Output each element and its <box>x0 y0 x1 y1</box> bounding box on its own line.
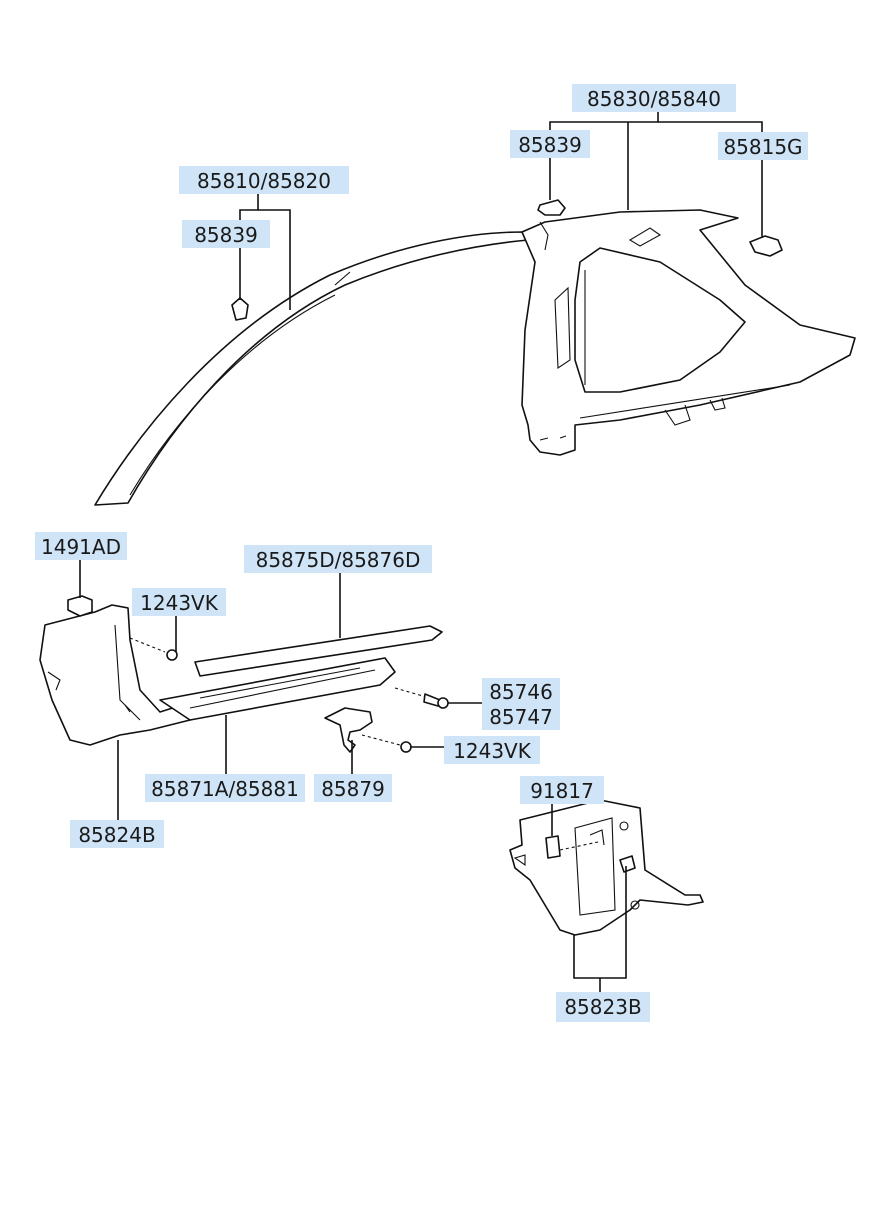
label-85871a-85881-text: 85871A/85881 <box>151 777 299 801</box>
label-85875d-85876d-text: 85875D/85876D <box>256 548 421 572</box>
label-85824b[interactable]: 85824B <box>70 820 164 848</box>
label-1243vk-upper[interactable]: 1243VK <box>132 588 226 616</box>
label-85830-85840-text: 85830/85840 <box>587 87 721 111</box>
roof-rail-trim <box>94 231 529 506</box>
label-1491ad-text: 1491AD <box>41 535 121 559</box>
label-91817-text: 91817 <box>530 779 594 803</box>
label-85839-left-text: 85839 <box>194 223 258 247</box>
label-85871a-85881[interactable]: 85871A/85881 <box>145 774 305 802</box>
label-85810-85820[interactable]: 85810/85820 <box>179 166 349 194</box>
label-91817[interactable]: 91817 <box>520 776 604 804</box>
label-85810-85820-text: 85810/85820 <box>197 169 331 193</box>
pin-85746 <box>394 687 449 709</box>
label-85839-right-text: 85839 <box>518 133 582 157</box>
label-85879-text: 85879 <box>321 777 385 801</box>
label-85747[interactable]: 85747 <box>482 704 560 730</box>
clip-85815g <box>749 235 783 257</box>
label-85824b-text: 85824B <box>78 823 155 847</box>
screw-1243vk-upper <box>129 637 178 661</box>
label-85746-text: 85746 <box>489 680 553 704</box>
label-1243vk-lower[interactable]: 1243VK <box>444 736 540 764</box>
bracket-85879 <box>324 707 373 753</box>
clip-85839-left <box>231 297 249 321</box>
clip-1491ad <box>67 595 93 617</box>
leader-lines <box>79 110 763 992</box>
label-85879[interactable]: 85879 <box>314 774 392 802</box>
label-85839-right[interactable]: 85839 <box>510 130 590 158</box>
grommet-91817 <box>545 835 599 859</box>
rear-lower-panel <box>509 799 704 936</box>
kick-panel <box>39 604 191 746</box>
quarter-trim-panel <box>521 209 856 456</box>
label-85830-85840[interactable]: 85830/85840 <box>572 84 736 112</box>
label-85839-left[interactable]: 85839 <box>182 220 270 248</box>
sill-molding <box>194 625 443 677</box>
label-85746[interactable]: 85746 <box>482 678 560 704</box>
label-85815g[interactable]: 85815G <box>718 132 808 160</box>
side-sill-scuff <box>159 657 396 721</box>
label-85823b-text: 85823B <box>564 995 641 1019</box>
label-85815g-text: 85815G <box>723 135 802 159</box>
clip-85839-right <box>537 199 566 216</box>
label-85747-text: 85747 <box>489 705 553 729</box>
label-85823b[interactable]: 85823B <box>556 992 650 1022</box>
label-85875d-85876d[interactable]: 85875D/85876D <box>244 545 432 573</box>
label-1491ad[interactable]: 1491AD <box>35 532 127 560</box>
label-1243vk-upper-text: 1243VK <box>140 591 219 615</box>
screw-1243vk-lower <box>361 734 412 753</box>
label-1243vk-lower-text: 1243VK <box>453 739 532 763</box>
